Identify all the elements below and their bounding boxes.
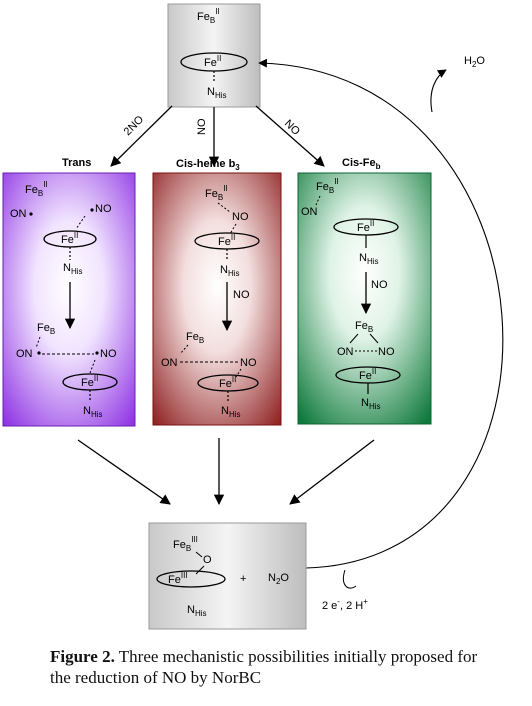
bottom-nhis: NHis (187, 604, 207, 618)
cisheme-on2: ON (161, 357, 178, 369)
bottom-box: FeBIII O FeIII + N2O NHis (148, 522, 307, 630)
trans-radical-dot-3 (37, 351, 41, 355)
top-feb-label: FeBII (197, 7, 220, 25)
cisheme-no: NO (232, 211, 249, 223)
cisfeb-fe2: FeII (359, 367, 376, 382)
water-release-arrow (430, 69, 447, 113)
trans-nhis: NHis (63, 262, 83, 276)
trans-no: NO (95, 203, 112, 215)
panel-trans: Trans FeBII ON NO FeII NHis FeB ON NO Fe… (2, 157, 136, 427)
cisfeb-feb: FeBII (316, 177, 339, 195)
cisfeb-box (297, 172, 432, 425)
cisheme-title: Cis-heme b3 (176, 158, 240, 172)
arrow-to-cisfeb (255, 105, 325, 167)
arrow-label-no-middle: NO (196, 118, 208, 135)
trans-radical-dot (29, 212, 33, 216)
trans-feb2: FeB (37, 322, 55, 336)
cisheme-feb: FeBII (205, 184, 228, 202)
arrow-trans-to-product (77, 439, 171, 505)
cisheme-fe2: FeII (219, 375, 236, 390)
cisheme-feb2: FeB (186, 331, 204, 345)
bottom-box-bg (148, 522, 307, 630)
trans-on: ON (10, 208, 27, 220)
cisheme-no-fe-bond (229, 223, 237, 235)
trans-fe: FeII (61, 231, 78, 246)
arrow-cisfeb-to-product (289, 439, 375, 505)
cisfeb-fe: FeII (357, 219, 374, 234)
cisheme-no2-bond (235, 368, 242, 378)
trans-feb-on-bond (35, 336, 41, 349)
water-label: H2O (464, 55, 485, 69)
bottom-n2o: N2O (268, 572, 289, 586)
bottom-plus: + (240, 573, 246, 585)
cisfeb-feb-no2-bond (369, 333, 379, 344)
trans-no-bond (75, 215, 86, 230)
bottom-fe: FeIII (168, 571, 188, 586)
cisheme-nhis2: NHis (221, 405, 241, 419)
bottom-o-fe-bond (195, 565, 205, 575)
cisfeb-feb2: FeB (355, 320, 373, 334)
cisheme-feb-no-bond (217, 202, 231, 213)
electron-hook (342, 569, 357, 589)
cisfeb-feb-on-bond (315, 195, 321, 206)
trans-on2: ON (16, 348, 33, 360)
cisfeb-nhis: NHis (359, 252, 379, 266)
bottom-heme-ring (156, 570, 226, 588)
cisfeb-no2: NO (378, 346, 395, 358)
cisfeb-on: ON (301, 206, 318, 218)
cisfeb-nhis2: NHis (361, 397, 381, 411)
trans-fe2: FeII (81, 374, 98, 389)
figure-caption: Figure 2. Three mechanistic possibilitie… (50, 646, 490, 688)
return-arrow (258, 58, 504, 569)
arrow-to-trans (110, 105, 173, 167)
caption-label: Figure 2. (50, 647, 115, 666)
bottom-o: O (203, 554, 212, 566)
trans-radical-dot-2 (90, 208, 94, 212)
trans-title: Trans (62, 157, 91, 169)
trans-nhis2: NHis (83, 405, 103, 419)
caption-text: Three mechanistic possibilities initiall… (50, 647, 478, 687)
cisfeb-title: Cis-Feb (342, 157, 381, 171)
cisheme-no2: NO (240, 357, 257, 369)
cisfeb-feb-on2-bond (349, 333, 359, 344)
trans-box (2, 172, 136, 427)
top-box: FeBII FeII NHis (167, 3, 261, 108)
arrow-label-no-right: NO (282, 118, 302, 138)
cisheme-fe: FeII (218, 233, 235, 248)
panel-cisheme: Cis-heme b3 FeBII NO FeII NHis NO FeB ON… (152, 158, 282, 426)
bottom-feb-o-bond (195, 551, 203, 558)
cisfeb-arrow-no: NO (371, 279, 388, 291)
cisheme-box (152, 172, 282, 426)
cisfeb-on2: ON (337, 346, 354, 358)
top-box-bg (167, 3, 261, 108)
bottom-feb: FeBIII (173, 535, 198, 553)
top-nhis-label: NHis (207, 86, 227, 100)
electron-label: 2 e-, 2 H+ (322, 597, 368, 612)
trans-feb: FeBII (25, 180, 48, 198)
top-fe-label: FeII (204, 54, 221, 69)
trans-no2: NO (100, 348, 117, 360)
cisheme-arrow-no: NO (233, 289, 250, 301)
panel-cisfeb: Cis-Feb FeBII ON FeII NHis NO FeB ON NO … (297, 157, 432, 425)
trans-radical-dot-4 (95, 351, 99, 355)
cisheme-nhis: NHis (220, 264, 240, 278)
